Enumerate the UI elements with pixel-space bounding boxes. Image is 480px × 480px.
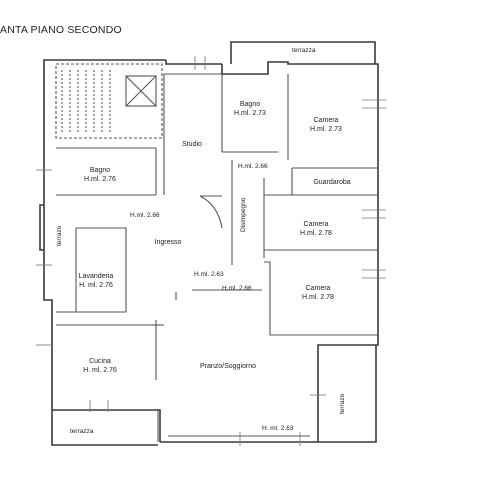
room-height: H. ml. 2.76 [79, 282, 113, 289]
terrace-top-label: terrazza [292, 47, 316, 54]
terrace-left-label: terrazo [56, 225, 63, 246]
room-height: H.ml. 2.78 [302, 294, 334, 301]
room-disimpegno: Disimpegno [240, 197, 247, 232]
terrace-bottom-label: terrazza [70, 428, 94, 435]
room-ingresso: Ingresso [155, 238, 182, 247]
room-camera-low: Camera H.ml. 2.78 [302, 284, 334, 302]
window-marks [36, 56, 386, 446]
room-cucina: Cucina H. ml. 2.76 [83, 357, 117, 375]
room-height: H.ml. 2.78 [300, 230, 332, 237]
room-camera-top: Camera H.ml. 2.73 [310, 116, 342, 134]
room-camera-mid: Camera H.ml. 2.78 [300, 220, 332, 238]
height-label: H. ml. 2.63 [262, 425, 294, 432]
room-bagno-top: Bagno H.ml. 2.73 [234, 100, 266, 118]
terrace-right-label: terrazo [339, 393, 346, 414]
room-name: Ingresso [154, 239, 182, 246]
room-name: Lavanderia [78, 273, 114, 280]
height-label: H.ml. 2.63 [194, 271, 224, 278]
room-height: H. ml. 2.76 [83, 367, 117, 374]
height-label: H.ml. 2.66 [222, 285, 252, 292]
interior-walls [55, 63, 378, 442]
plan-title: ANTA PIANO SECONDO [0, 24, 122, 36]
height-label: H.ml. 2.66 [130, 212, 160, 219]
room-name: Studio [182, 141, 202, 148]
room-name: Pranzo/Soggiorno [199, 363, 257, 370]
room-name: Camera [305, 285, 331, 292]
height-label: H.ml. 2.66 [238, 163, 268, 170]
room-guardaroba: Guardaroba [313, 178, 350, 187]
room-name: Cucina [89, 358, 111, 365]
exterior-walls [39, 41, 379, 446]
room-name: Camera [313, 117, 339, 124]
room-pranzo-soggiorno: Pranzo/Soggiorno [200, 362, 256, 371]
room-name: Camera [303, 221, 329, 228]
room-studio: Studio [182, 140, 202, 149]
room-name: Guardaroba [313, 179, 351, 186]
room-height: H.ml. 2.73 [234, 110, 266, 117]
room-name: Bagno [89, 167, 111, 174]
room-bagno-left: Bagno H.ml. 2.76 [84, 166, 116, 184]
room-name: Bagno [239, 101, 261, 108]
room-lavanderia: Lavanderia H. ml. 2.76 [79, 272, 114, 290]
room-height: H.ml. 2.73 [310, 126, 342, 133]
room-height: H.ml. 2.76 [84, 176, 116, 183]
